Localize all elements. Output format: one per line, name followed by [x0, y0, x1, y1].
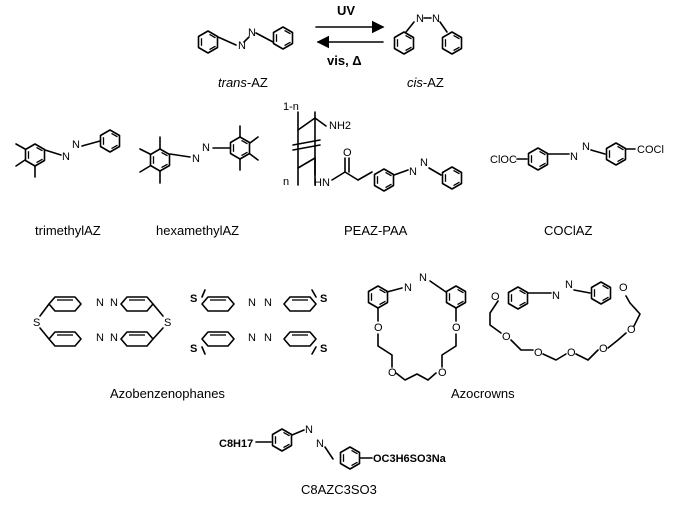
atom-n-19: N [248, 332, 256, 344]
azocrown-1-structure: N N O O O O [367, 272, 467, 381]
hexamethylaz-caption: hexamethylAZ [156, 223, 240, 238]
atom-n-24: N [565, 279, 573, 291]
atom-o-6: O [491, 291, 500, 303]
atom-n-17: N [248, 297, 256, 309]
atom-o-4: O [388, 367, 397, 379]
atom-oc3h6so3na: OC3H6SO3Na [373, 453, 447, 465]
azobenzenophanes-caption: Azobenzenophanes [110, 386, 225, 401]
atom-n-16: N [110, 332, 118, 344]
atom-n-13: N [96, 297, 104, 309]
label-n: n [283, 176, 289, 188]
atom-o-9: O [534, 347, 543, 359]
atom-nh2: NH2 [329, 120, 351, 132]
atom-n-14: N [110, 297, 118, 309]
atom-n-23: N [552, 290, 560, 302]
cis-caption-suffix: -AZ [422, 75, 444, 90]
atom-n-26: N [316, 438, 324, 450]
atom-o-8: O [502, 331, 511, 343]
atom-n-21: N [404, 282, 412, 294]
trans-azobenzene-structure: N N [197, 26, 294, 54]
trans-az-caption: trans-AZ [218, 75, 268, 90]
atom-n-3: N [416, 13, 424, 25]
trimethylaz-structure: N N [15, 129, 121, 178]
atom-n-8: N [202, 142, 210, 154]
atom-n-20: N [264, 332, 272, 344]
reaction-arrows [315, 20, 385, 49]
atom-n-11: N [570, 151, 578, 163]
atom-n-25: N [305, 424, 313, 436]
coclaz-caption: COClAZ [544, 223, 593, 238]
atom-o-2: O [374, 322, 383, 334]
atom-s-2: S [164, 317, 171, 329]
c8azc3so3-structure: C8H17 N N OC3H6SO3Na [219, 424, 447, 470]
peaz-paa-structure: 1-n n NH2 HN O N N [283, 101, 463, 192]
atom-hn: HN [314, 177, 330, 189]
atom-n-10: N [420, 157, 428, 169]
atom-n-7: N [192, 153, 200, 165]
atom-o-5: O [438, 367, 447, 379]
atom-n-4: N [432, 13, 440, 25]
atom-n-18: N [264, 297, 272, 309]
atom-s-1: S [33, 317, 40, 329]
atom-n-5: N [62, 151, 70, 163]
cis-azobenzene-structure: N N [393, 13, 463, 55]
atom-n-2: N [248, 27, 256, 39]
atom-n-12: N [582, 141, 590, 153]
azobenzenophane-1-structure: N N N N S S [33, 296, 171, 347]
azocrown-2-structure: O N N O O O O O O [489, 279, 641, 361]
coclaz-structure: ClOC N N COCl [490, 141, 664, 171]
atom-n-1: N [238, 40, 246, 52]
atom-s-4: S [190, 343, 197, 355]
peaz-paa-caption: PEAZ-PAA [344, 223, 408, 238]
atom-o-11: O [599, 343, 608, 355]
atom-cloc: ClOC [490, 154, 517, 166]
atom-o-7: O [619, 282, 628, 294]
trans-caption-suffix: -AZ [246, 75, 268, 90]
trans-caption-prefix: trans [218, 75, 247, 90]
atom-n-15: N [96, 332, 104, 344]
atom-o-12: O [627, 324, 636, 336]
atom-s-5: S [320, 293, 327, 305]
azobenzenophane-2-structure: N N N N S S S S [190, 289, 327, 355]
atom-c8h17: C8H17 [219, 438, 253, 450]
trimethylaz-caption: trimethylAZ [35, 223, 101, 238]
label-1-n: 1-n [283, 101, 299, 113]
atom-o-3: O [452, 322, 461, 334]
cis-caption-prefix: cis [407, 75, 423, 90]
atom-o-10: O [567, 347, 576, 359]
cis-az-caption: cis-AZ [407, 75, 444, 90]
hexamethylaz-structure: N N [139, 125, 259, 184]
atom-o-1: O [343, 147, 352, 159]
atom-cocl: COCl [637, 144, 664, 156]
atom-n-9: N [409, 166, 417, 178]
atom-s-6: S [320, 343, 327, 355]
atom-n-22: N [419, 272, 427, 284]
azocrowns-caption: Azocrowns [451, 386, 515, 401]
atom-n-6: N [72, 139, 80, 151]
atom-s-3: S [190, 293, 197, 305]
vis-heat-label: vis, Δ [327, 53, 362, 68]
c8azc3so3-caption: C8AZC3SO3 [301, 482, 377, 497]
uv-label: UV [337, 3, 356, 18]
